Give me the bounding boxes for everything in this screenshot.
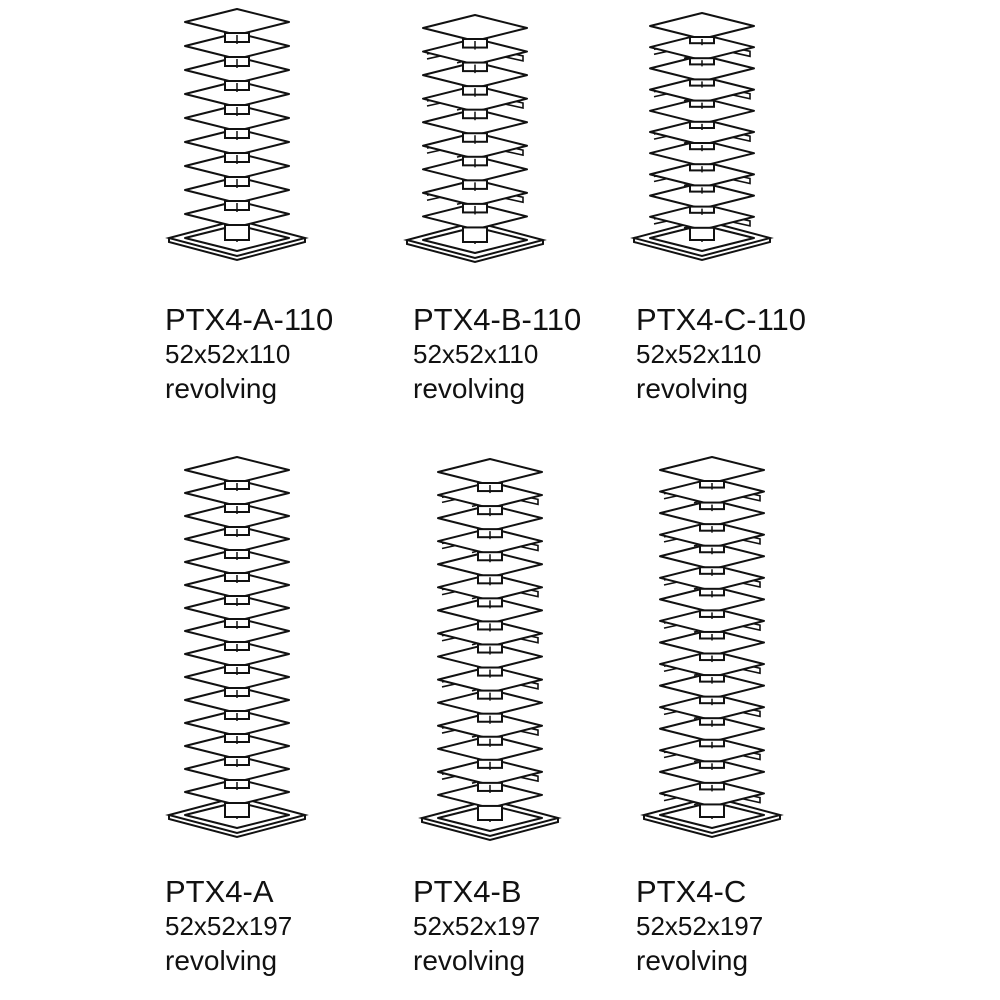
product-dimensions: 52x52x197 [165, 911, 293, 941]
tower-drawing [630, 12, 774, 262]
product-code: PTX4-B-110 [413, 302, 582, 337]
base-inner-outline [184, 224, 290, 252]
base-inner-outline [649, 224, 755, 252]
product-code: PTX4-A-110 [165, 302, 334, 337]
product-type: revolving [413, 373, 526, 404]
product-type: revolving [636, 373, 749, 404]
base-inner-outline [437, 804, 543, 832]
product-code: PTX4-A [165, 874, 274, 909]
top-shelf [184, 8, 290, 36]
product-code: PTX4-C-110 [636, 302, 806, 337]
product-label: PTX4-A 52x52x197 revolving [165, 876, 292, 975]
product-label: PTX4-C-110 52x52x110 revolving [636, 304, 806, 403]
product-label: PTX4-B-110 52x52x110 revolving [413, 304, 581, 403]
tower-drawing [165, 456, 309, 839]
product-label: PTX4-C 52x52x197 revolving [636, 876, 763, 975]
tower-drawing [165, 8, 309, 262]
tower-drawing [640, 456, 784, 839]
product-dimensions: 52x52x110 [165, 339, 291, 369]
top-shelf [184, 456, 290, 484]
product-type: revolving [165, 945, 278, 976]
product-label: PTX4-B 52x52x197 revolving [413, 876, 540, 975]
base-inner-outline [184, 801, 290, 829]
top-shelf [649, 12, 755, 40]
product-dimensions: 52x52x197 [636, 911, 764, 941]
product-type: revolving [165, 373, 278, 404]
top-shelf [422, 14, 528, 42]
product-label: PTX4-A-110 52x52x110 revolving [165, 304, 333, 403]
base-inner-outline [659, 801, 765, 829]
product-dimensions: 52x52x110 [636, 339, 762, 369]
product-code: PTX4-C [636, 874, 747, 909]
product-dimensions: 52x52x110 [413, 339, 539, 369]
product-type: revolving [636, 945, 749, 976]
tower-drawing [403, 14, 547, 264]
base-inner-outline [422, 226, 528, 254]
tower-drawing [418, 458, 562, 842]
product-code: PTX4-B [413, 874, 522, 909]
top-shelf [659, 456, 765, 484]
product-type: revolving [413, 945, 526, 976]
product-dimensions: 52x52x197 [413, 911, 541, 941]
top-shelf [437, 458, 543, 486]
